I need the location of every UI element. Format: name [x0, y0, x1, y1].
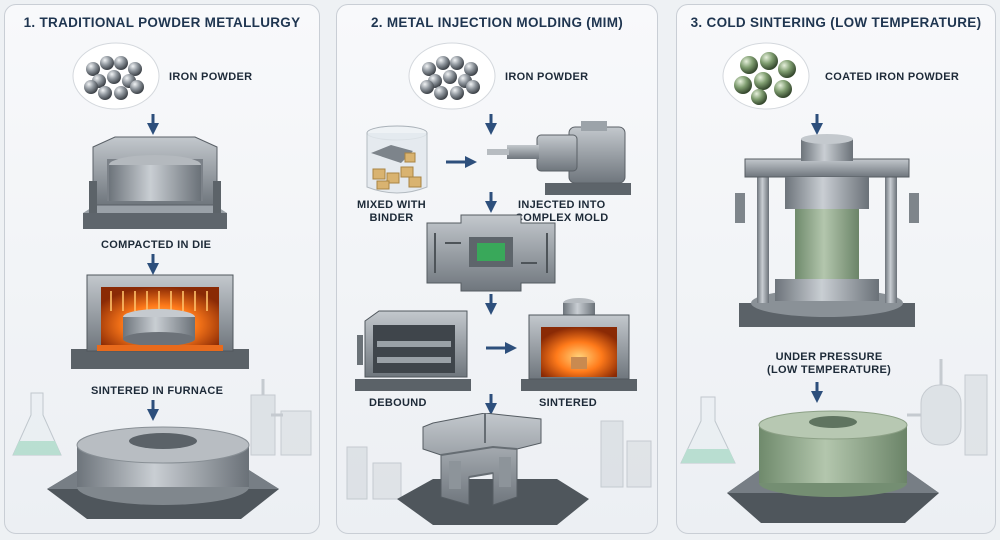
complex-mim-part-icon [397, 413, 589, 525]
arrow-right-icon [486, 342, 517, 354]
arrow-down-icon [147, 114, 159, 135]
sintered-label: SINTERED [539, 397, 598, 409]
arrow-down-icon [485, 192, 497, 213]
panel-title: 3. COLD SINTERING (LOW TEMPERATURE) [690, 15, 982, 30]
injection-machine-icon [487, 121, 631, 195]
arrow-down-icon [485, 294, 497, 315]
iron-powder-icon [72, 42, 160, 110]
arrow-down-icon [811, 382, 823, 403]
complex-mold-icon [426, 214, 556, 292]
sintered-in-furnace-label: SINTERED IN FURNACE [91, 385, 224, 397]
iron-powder-icon [408, 42, 496, 110]
sintering-furnace-icon [71, 274, 249, 369]
coated-iron-powder-label: COATED IRON POWDER [825, 71, 960, 83]
lab-flask-icon [12, 392, 62, 456]
binder-jar-icon [366, 125, 428, 194]
coated-iron-powder-icon [722, 42, 810, 110]
iron-powder-label: IRON POWDER [169, 71, 253, 83]
injected-into-complex-mold-label: INJECTED INTO COMPLEX MOLD [515, 199, 609, 224]
lab-equipment-icon [907, 359, 988, 456]
arrow-right-icon [446, 156, 477, 168]
arrow-down-icon [485, 394, 497, 415]
compacted-in-die-label: COMPACTED IN DIE [101, 239, 212, 251]
panel-traditional-powder-metallurgy: 1. TRADITIONAL POWDER METALLURGY IRON PO… [4, 4, 320, 534]
under-pressure-label: UNDER PRESSURE (LOW TEMPERATURE) [767, 351, 892, 376]
lab-flask-icon [680, 396, 736, 464]
lab-equipment-icon [250, 379, 312, 456]
compaction-die-icon [83, 136, 227, 229]
arrow-down-icon [147, 400, 159, 421]
panel-metal-injection-molding: 2. METAL INJECTION MOLDING (MIM) IRON PO… [336, 4, 658, 534]
arrow-down-icon [485, 114, 497, 135]
arrow-down-icon [147, 254, 159, 275]
cold-sintered-part-icon [727, 410, 939, 523]
hydraulic-press-icon [735, 134, 919, 327]
panel-title: 1. TRADITIONAL POWDER METALLURGY [23, 15, 301, 30]
arrow-down-icon [811, 114, 823, 135]
lab-equipment-icon [600, 420, 652, 488]
debound-label: DEBOUND [369, 397, 427, 409]
panel-title: 2. METAL INJECTION MOLDING (MIM) [370, 15, 624, 30]
mixed-with-binder-label: MIXED WITH BINDER [357, 199, 426, 224]
debinding-oven-icon [355, 310, 471, 391]
panel-cold-sintering: 3. COLD SINTERING (LOW TEMPERATURE) COAT… [676, 4, 996, 534]
sintering-furnace-icon [521, 298, 637, 391]
iron-powder-label: IRON POWDER [505, 71, 589, 83]
lab-equipment-icon [346, 446, 402, 500]
sintered-ring-part-icon [47, 426, 279, 519]
